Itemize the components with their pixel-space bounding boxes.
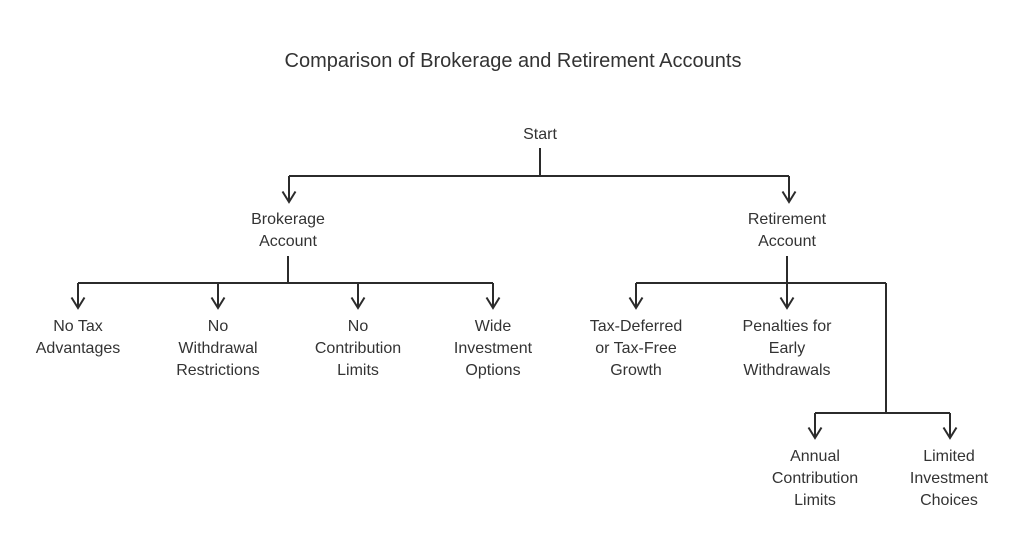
edge-to-tax-deferred: [628, 283, 644, 310]
edge-to-penalties: [779, 283, 795, 310]
diagram-title: Comparison of Brokerage and Retirement A…: [284, 50, 742, 72]
edge-to-limited: [942, 413, 958, 440]
edge-to-annual: [807, 413, 823, 440]
edge-to-brokerage: [281, 176, 297, 204]
edge-to-no-tax: [70, 283, 86, 310]
node-no-tax-advantages: No Tax Advantages: [35, 318, 121, 357]
edge-to-wide-investment: [485, 283, 501, 310]
edge-to-retirement: [781, 176, 797, 204]
node-brokerage-account: Brokerage Account: [251, 211, 325, 250]
node-annual-contribution-limits: Annual Contribution Limits: [771, 448, 859, 509]
node-penalties-early-withdrawals: Penalties for Early Withdrawals: [742, 318, 832, 379]
node-no-contribution-limits: No Contribution Limits: [314, 318, 402, 379]
node-start: Start: [523, 126, 557, 143]
node-wide-investment-options: Wide Investment Options: [453, 318, 533, 379]
node-no-withdrawal-restrictions: No Withdrawal Restrictions: [176, 318, 260, 379]
edge-to-no-withdrawal: [210, 283, 226, 310]
node-retirement-account: Retirement Account: [747, 211, 827, 250]
edge-to-no-contribution: [350, 283, 366, 310]
node-tax-deferred-growth: Tax-Deferred or Tax-Free Growth: [589, 318, 683, 379]
node-limited-investment-choices: Limited Investment Choices: [909, 448, 989, 509]
